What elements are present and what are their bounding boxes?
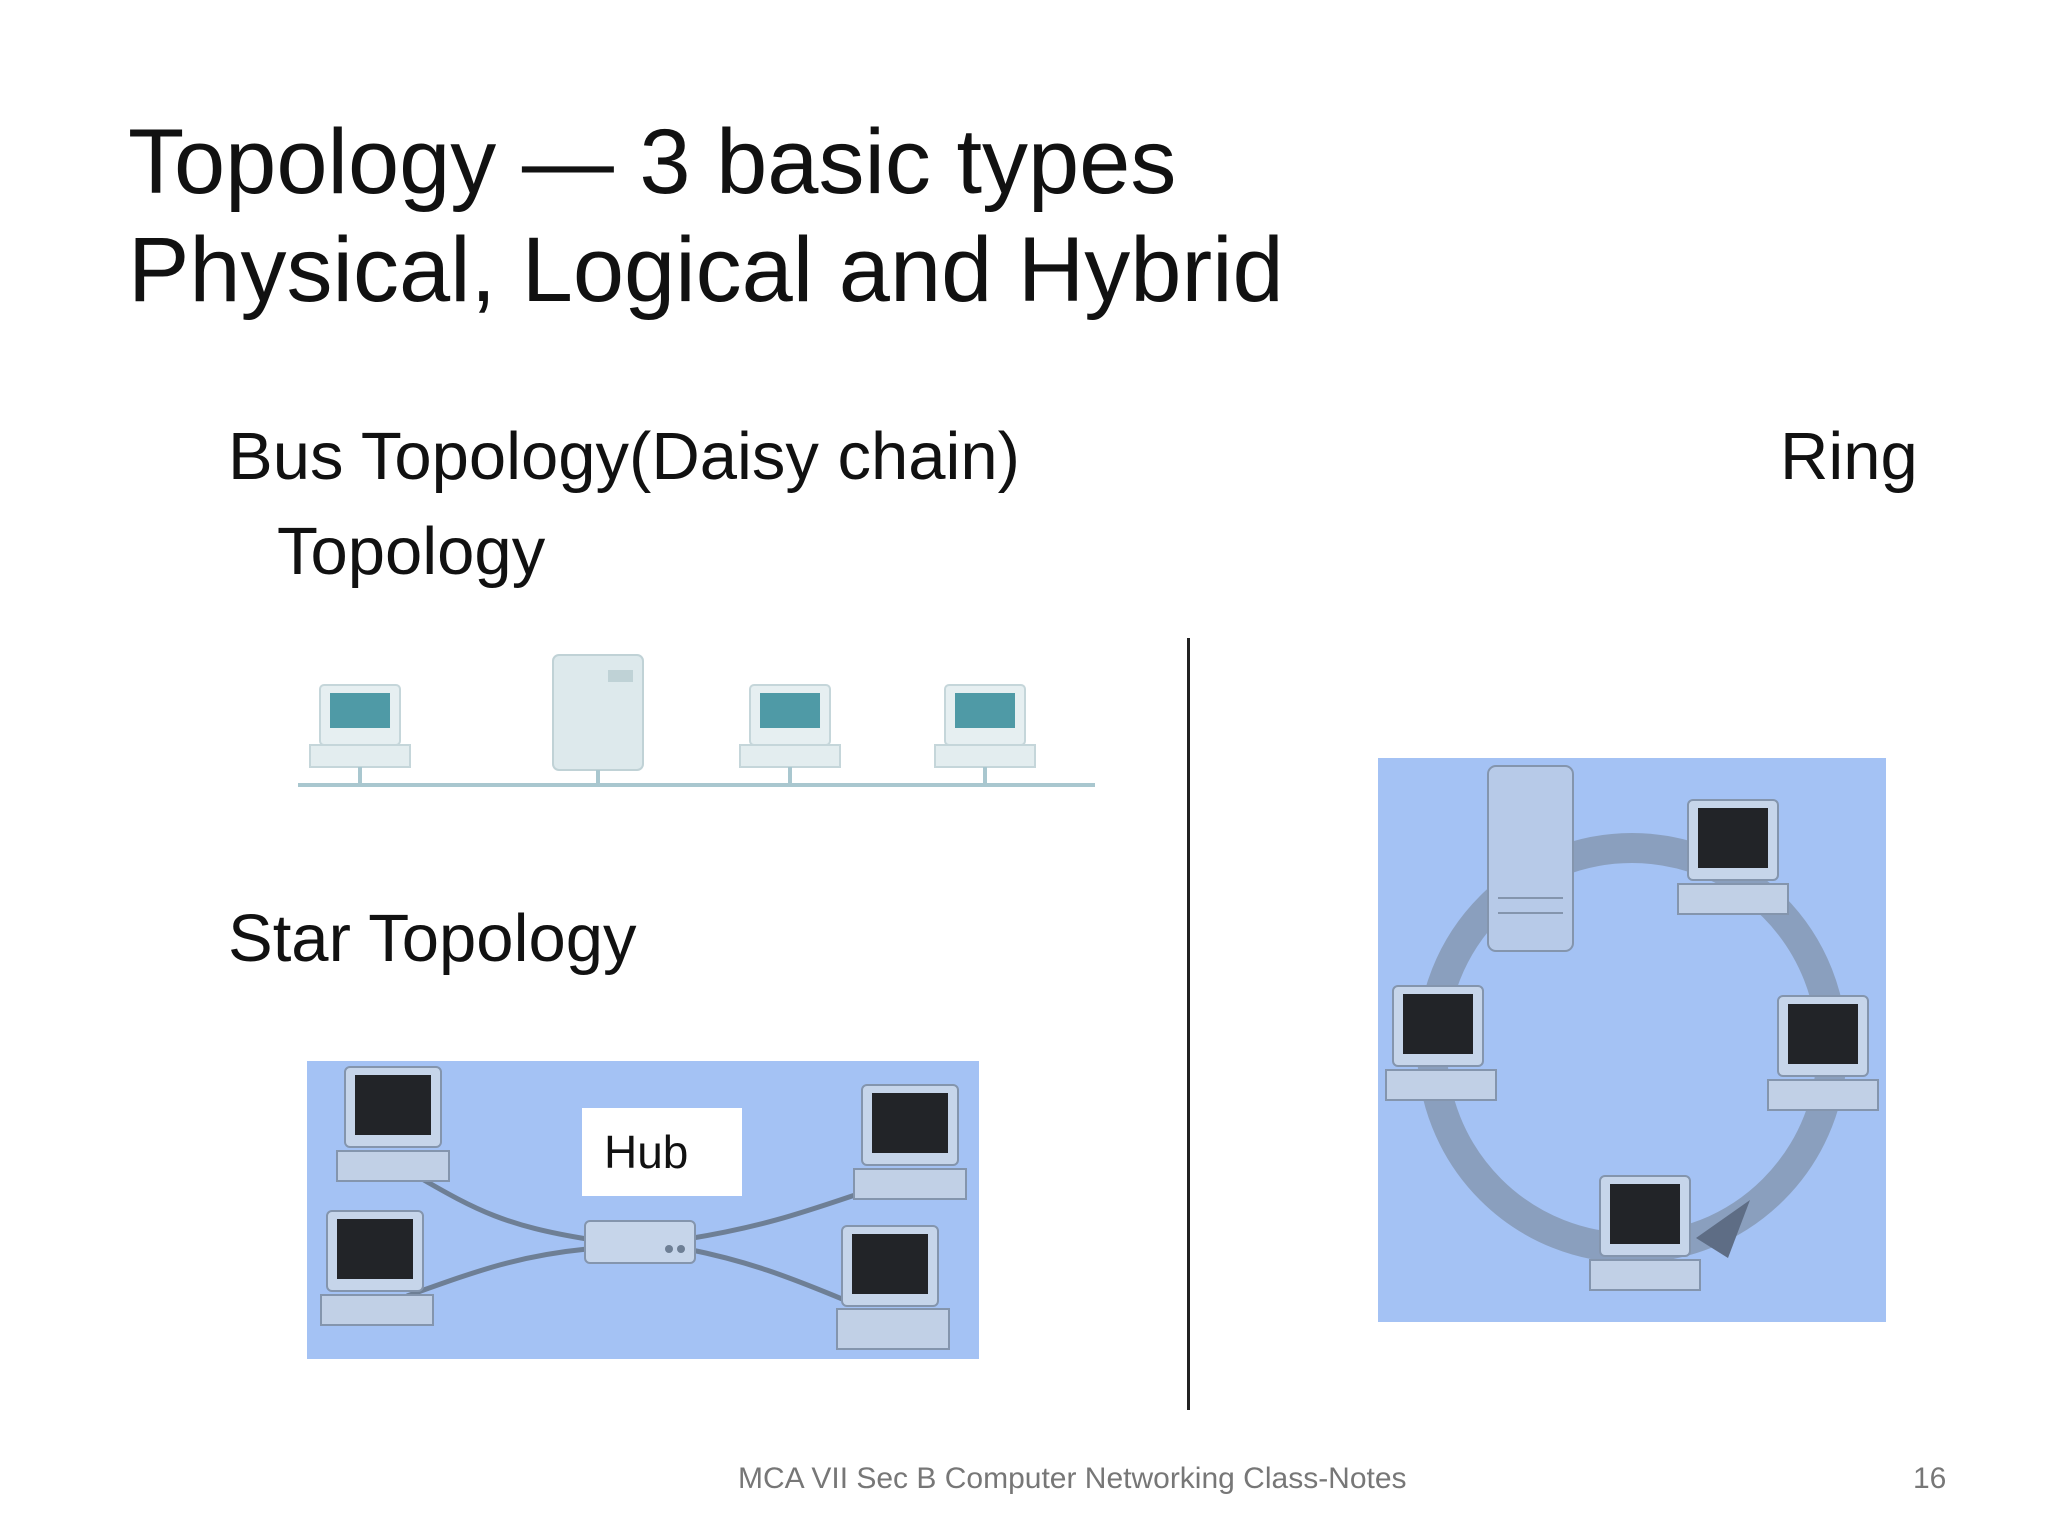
ring-topology-label: Ring	[1780, 419, 1918, 494]
ring-server	[1487, 765, 1574, 952]
title-line-1: Topology — 3 basic types	[128, 111, 1177, 213]
bus-computer-1	[309, 684, 411, 785]
star-computer-3	[320, 1210, 434, 1326]
bus-topology-diagram	[298, 654, 1095, 787]
ring-topology-diagram	[1378, 758, 1886, 1322]
star-topology-diagram: Hub	[307, 1061, 979, 1359]
ring-computer-bottom	[1589, 1175, 1701, 1291]
bus-topology-label-cont: Topology	[277, 514, 546, 589]
ring-computer-right	[1767, 995, 1879, 1111]
title-line-2: Physical, Logical and Hybrid	[128, 219, 1284, 321]
bus-computer-3	[934, 684, 1036, 785]
bus-computer-2	[739, 684, 841, 785]
star-computer-1	[336, 1066, 450, 1182]
ring-computer-top-right	[1677, 799, 1789, 915]
ring-direction-arrow	[1696, 1200, 1750, 1258]
star-computer-2	[853, 1084, 967, 1200]
footer-text: MCA VII Sec B Computer Networking Class-…	[738, 1462, 1407, 1495]
hub-device	[584, 1220, 696, 1264]
page-number: 16	[1913, 1462, 1947, 1495]
bus-topology-label: Bus Topology(Daisy chain)	[228, 419, 1020, 494]
star-topology-label: Star Topology	[228, 901, 637, 976]
bus-server	[552, 654, 644, 785]
ring-computer-left	[1385, 985, 1497, 1101]
column-divider	[1187, 638, 1190, 1410]
hub-label: Hub	[582, 1108, 742, 1196]
star-computer-4	[836, 1225, 950, 1350]
slide-title: Topology — 3 basic types Physical, Logic…	[128, 108, 1284, 324]
